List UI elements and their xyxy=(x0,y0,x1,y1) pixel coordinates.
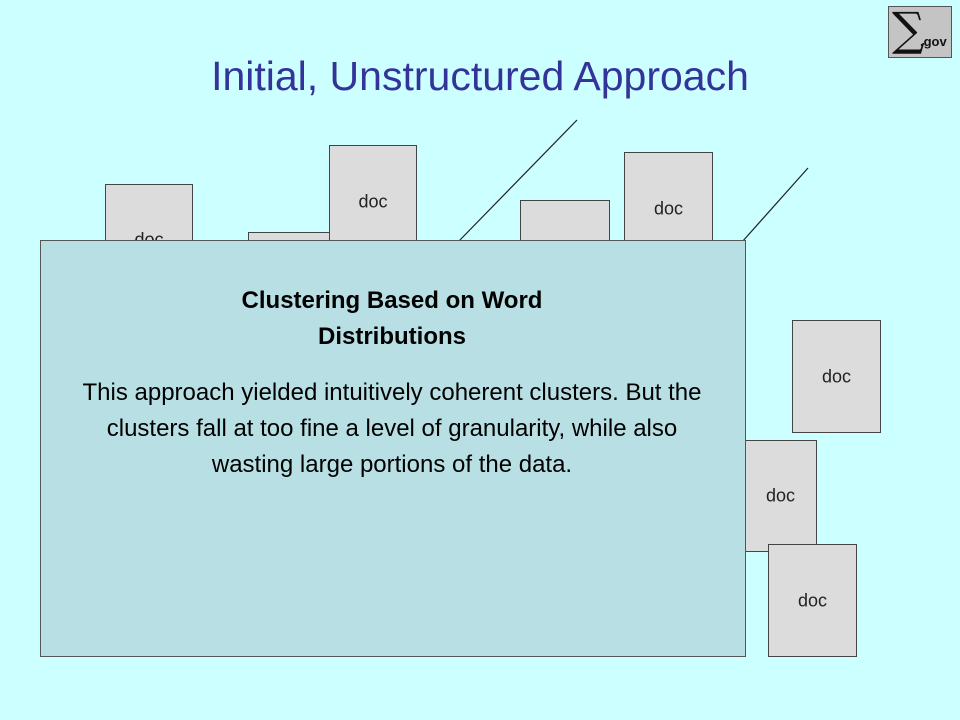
doc-label: doc xyxy=(653,198,684,219)
doc-label: doc xyxy=(821,366,852,386)
doc-card: doc xyxy=(329,145,417,257)
doc-label: doc xyxy=(797,590,828,610)
doc-label: doc xyxy=(765,485,796,506)
connector-line xyxy=(741,167,809,243)
panel-body: This approach yielded intuitively cohere… xyxy=(82,379,702,478)
connector-line xyxy=(457,119,578,243)
slide-title: Initial, Unstructured Approach xyxy=(211,53,749,99)
panel-heading: Clustering Based on Word Distributions xyxy=(241,287,543,350)
info-panel: Clustering Based on Word Distributions T… xyxy=(40,240,746,657)
logo-text: .gov xyxy=(920,34,947,49)
doc-label: doc xyxy=(358,191,388,212)
doc-card: doc xyxy=(792,320,881,433)
gov-logo: ∑ .gov xyxy=(888,2,952,58)
sigma-icon: ∑ xyxy=(892,2,925,56)
doc-card: doc xyxy=(768,544,857,657)
